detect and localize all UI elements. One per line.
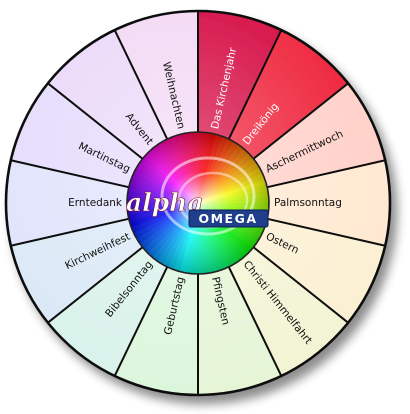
logo-omega-text: OMEGA	[198, 211, 257, 226]
segment-divider	[10, 217, 130, 247]
segment-dividers	[10, 11, 386, 395]
segment-divider	[47, 82, 144, 160]
hub-color-wheel	[126, 131, 270, 275]
segment-divider	[227, 266, 283, 377]
segment-divider	[113, 29, 169, 140]
segment-divider	[227, 29, 283, 140]
segment-label: Palmsonntag	[274, 197, 342, 209]
segment-divider	[47, 246, 144, 324]
segment-label: Erntedank	[68, 197, 123, 209]
alpha-omega-logo: alpha OMEGA	[126, 156, 269, 236]
segment-divider	[266, 159, 386, 189]
segment-divider	[252, 246, 349, 324]
segment-divider	[252, 82, 349, 160]
logo-omega-badge	[188, 209, 269, 228]
segment-divider	[113, 266, 169, 377]
segment-divider	[10, 159, 130, 189]
segment-divider	[266, 217, 386, 247]
